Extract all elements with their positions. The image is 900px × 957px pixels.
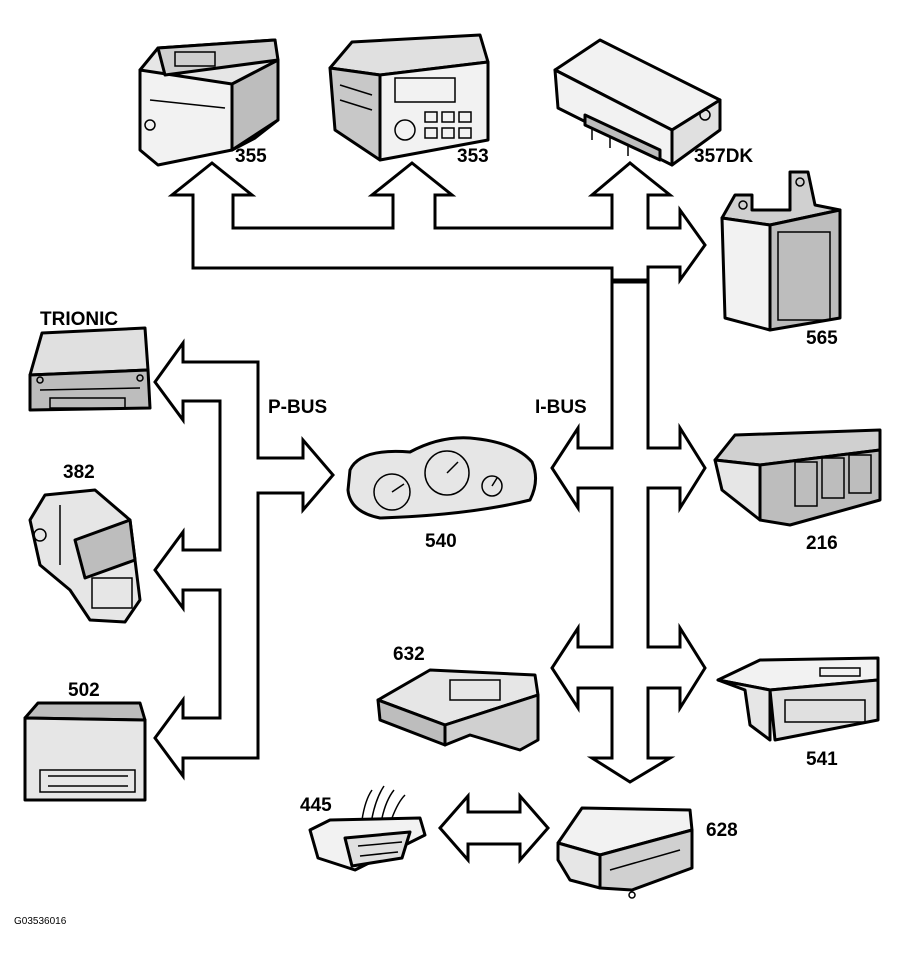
- label-pbus: P-BUS: [268, 397, 328, 418]
- label-216: 216: [806, 533, 838, 554]
- device-trionic: [28, 326, 152, 412]
- figure-code: G03536016: [14, 916, 67, 927]
- pbus-arrow: [153, 338, 335, 781]
- label-628: 628: [706, 820, 738, 841]
- device-216: [713, 428, 882, 527]
- label-540: 540: [425, 531, 457, 552]
- label-632: 632: [393, 644, 425, 665]
- label-355: 355: [235, 146, 267, 167]
- device-632: [376, 668, 540, 752]
- diag-double-arrow: [438, 792, 550, 864]
- ibus-upper-arrow: [167, 161, 707, 285]
- ibus-trunk-arrow: [550, 280, 707, 784]
- device-541: [716, 656, 880, 742]
- label-ibus: I-BUS: [535, 397, 587, 418]
- device-565: [720, 170, 842, 332]
- device-628: [556, 806, 694, 899]
- device-357dk: [553, 38, 722, 167]
- device-355: [138, 38, 280, 167]
- label-353: 353: [457, 146, 489, 167]
- label-541: 541: [806, 749, 838, 770]
- label-565: 565: [806, 328, 838, 349]
- label-445: 445: [300, 795, 332, 816]
- device-540: [346, 436, 537, 520]
- label-357dk: 357DK: [694, 146, 754, 167]
- label-trionic: TRIONIC: [40, 309, 119, 330]
- label-382: 382: [63, 462, 95, 483]
- label-502: 502: [68, 680, 100, 701]
- device-502: [23, 701, 147, 802]
- device-445: [308, 785, 427, 872]
- device-382: [28, 488, 142, 624]
- device-353: [328, 33, 490, 162]
